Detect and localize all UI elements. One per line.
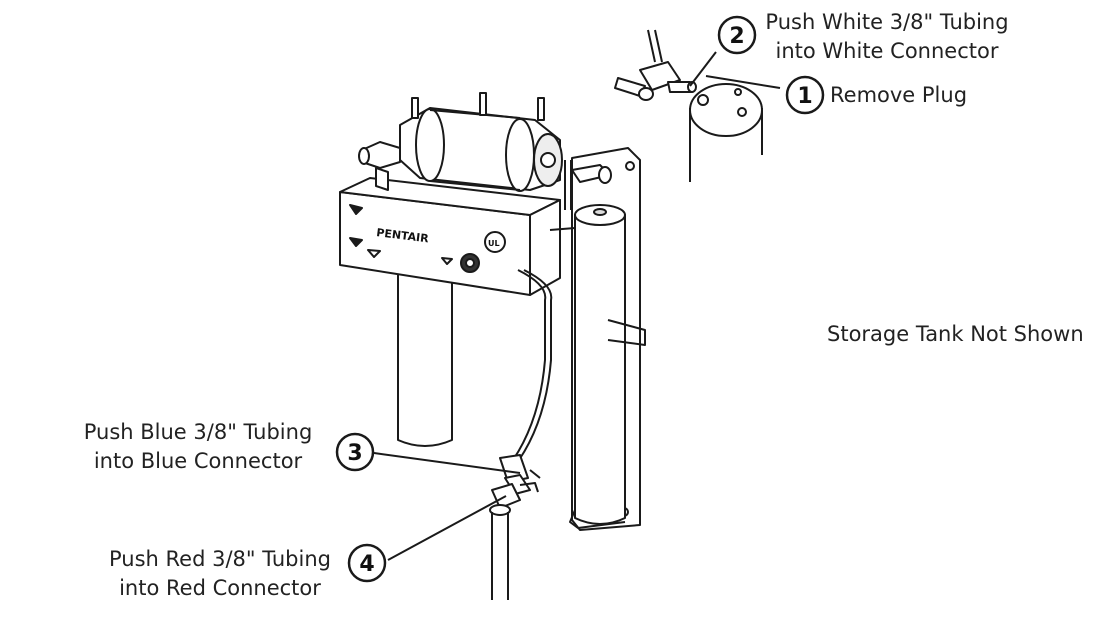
step-4-line-2: into Red Connector: [119, 576, 321, 600]
step-1-callout: Remove Plug: [830, 81, 967, 110]
cert-label: UL: [488, 239, 500, 248]
svg-text:2: 2: [729, 24, 744, 49]
step-4-badge: 4: [347, 543, 387, 583]
svg-text:1: 1: [797, 84, 812, 109]
brand-label: PENTAIR: [376, 226, 430, 245]
leader-line-4: [387, 495, 507, 561]
step-3-line-1: Push Blue 3/8" Tubing: [83, 420, 313, 444]
booster-pump: [358, 92, 563, 192]
storage-tank-inset: [614, 29, 763, 182]
step-2-line-1: Push White 3/8" Tubing: [765, 10, 1009, 34]
svg-text:3: 3: [347, 441, 362, 466]
supply-tubing: [512, 269, 553, 461]
filter-cartridge: [397, 269, 453, 447]
leader-line-3: [373, 452, 521, 474]
pump-outlet-fitting: [549, 160, 612, 231]
step-3-badge: 3: [335, 432, 375, 472]
step-1-badge: 1: [785, 75, 825, 115]
leader-line-2: [689, 51, 717, 87]
step-4-callout: Push Red 3/8" Tubing into Red Connector: [100, 545, 340, 603]
step-2-callout: Push White 3/8" Tubing into White Connec…: [762, 8, 1012, 66]
step-2-line-2: into White Connector: [775, 39, 999, 63]
step-1-line-1: Remove Plug: [830, 83, 968, 107]
step-2-badge: 2: [717, 15, 757, 55]
leader-line-1: [705, 75, 781, 89]
membrane-housing: [569, 204, 646, 529]
step-3-callout: Push Blue 3/8" Tubing into Blue Connecto…: [70, 418, 326, 476]
control-box: [339, 177, 561, 296]
svg-text:4: 4: [359, 552, 374, 577]
ul-mark: [484, 231, 506, 253]
step-4-line-1: Push Red 3/8" Tubing: [109, 547, 331, 571]
step-3-line-2: into Blue Connector: [93, 449, 303, 473]
blue-connector: [499, 454, 541, 495]
storage-tank-note: Storage Tank Not Shown: [827, 322, 1084, 346]
